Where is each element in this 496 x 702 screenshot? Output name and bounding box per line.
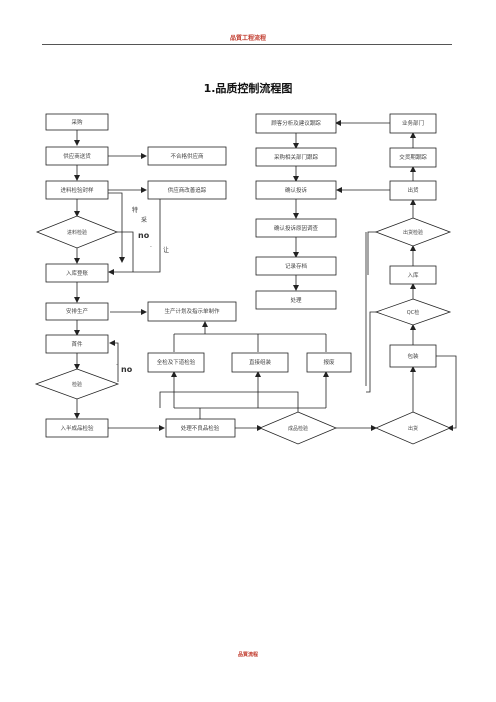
node-delivery-track-label: 交货期跟踪 <box>399 153 427 161</box>
decision-incoming-inspection: 进料检验 <box>35 215 119 249</box>
node-confirm-complaint: 确认投诉 <box>255 180 337 200</box>
node-direct-assembly-label: 直接组装 <box>249 358 272 366</box>
branch-accept-mark: 采 <box>141 216 147 224</box>
node-incoming-sample: 进料检验封样 <box>45 180 109 200</box>
node-warehouse-entry: 入库登账 <box>45 263 109 283</box>
branch-special-mark: 特 <box>132 206 138 214</box>
node-arrange-production: 安排生产 <box>45 302 109 321</box>
branch-no-label-2: no <box>121 365 133 374</box>
page-header: 品質工程流程 <box>229 35 266 42</box>
node-delivery-track: 交货期跟踪 <box>389 147 437 168</box>
node-shipment: 出货 <box>389 180 437 201</box>
decision-qc: QC检 <box>374 298 452 326</box>
node-process-label: 处理 <box>290 296 302 304</box>
edge-b5-b6 <box>108 199 161 275</box>
edge-d4-left <box>367 231 376 275</box>
edge-d3-no <box>159 391 299 413</box>
decision-finished-inspection-label: 成品检验 <box>288 425 308 432</box>
branch-concession-mark: 让 <box>163 246 169 254</box>
decision-inspection-label: 检验 <box>72 381 82 388</box>
node-direct-assembly: 直接组装 <box>231 352 289 373</box>
decision-qc-label: QC检 <box>407 309 419 316</box>
node-purchase-dept-track-label: 采购相关部门跟踪 <box>274 153 319 161</box>
node-warehouse-entry-label: 入库登账 <box>66 269 89 277</box>
connectors <box>74 120 457 431</box>
node-incoming-sample-label: 进料检验封样 <box>60 186 94 194</box>
node-customer-analysis-label: 顾客分析及建议跟踪 <box>271 119 321 127</box>
header-divider <box>42 44 452 45</box>
node-supplier-improvement-label: 供应商改善追踪 <box>168 186 207 194</box>
branch-no-label-1: no <box>138 231 150 240</box>
node-scrap: 报废 <box>306 352 352 373</box>
node-cause-investigation-label: 确认投诉原因调查 <box>274 224 319 232</box>
node-defect-handling: 处理不良品检验 <box>165 418 236 438</box>
node-customer-analysis: 顾客分析及建议跟踪 <box>255 113 337 134</box>
edge-d5-left <box>366 311 376 393</box>
dot-mark-2: . <box>116 360 118 367</box>
decision-shipment-inspection-label: 出货检验 <box>403 229 423 236</box>
node-supplier-improvement: 供应商改善追踪 <box>147 180 227 200</box>
node-first-article: 首件 <box>45 334 109 354</box>
decision-incoming-inspection-label: 进料检验 <box>67 229 87 236</box>
node-cause-investigation: 确认投诉原因调查 <box>255 218 337 238</box>
node-full-inspection: 全检及下道检验 <box>147 352 205 373</box>
node-purchase-label: 采购 <box>71 118 83 126</box>
node-purchase-dept-track: 采购相关部门跟踪 <box>255 147 337 167</box>
node-full-inspection-label: 全检及下道检验 <box>157 358 196 366</box>
node-defect-handling-label: 处理不良品检验 <box>181 424 220 432</box>
node-record-archive-label: 记录存档 <box>285 262 308 270</box>
node-business-dept: 业务部门 <box>389 113 437 134</box>
node-shipment-label: 出货 <box>407 186 419 194</box>
node-storage-label: 入库 <box>407 271 419 279</box>
node-supplier-delivery-label: 供应商送货 <box>63 152 91 160</box>
dot-mark-1: . <box>150 242 152 249</box>
node-scrap-label: 报废 <box>323 358 335 366</box>
edge-d1-special <box>117 231 134 272</box>
node-process: 处理 <box>255 290 337 310</box>
decision-shipment: 出货 <box>374 411 452 445</box>
node-unqualified-supplier: 不合格供应商 <box>147 146 227 166</box>
edge-d2-b9-no <box>109 340 119 382</box>
decision-finished-inspection: 成品检验 <box>258 411 338 445</box>
diagram-title: 1.品质控制流程图 <box>203 82 293 95</box>
node-packaging-label: 包装 <box>407 352 419 360</box>
decision-inspection: 检验 <box>34 368 120 400</box>
edge-b4-feedback <box>108 192 125 263</box>
decision-shipment-inspection: 出货检验 <box>374 217 452 247</box>
node-first-article-label: 首件 <box>71 340 83 348</box>
node-unqualified-supplier-label: 不合格供应商 <box>170 152 204 160</box>
node-arrange-production-label: 安排生产 <box>66 307 89 315</box>
node-production-plan: 生产计划及指示单制作 <box>147 301 237 322</box>
page-footer: 品質流程 <box>237 652 258 658</box>
node-confirm-complaint-label: 确认投诉 <box>285 186 308 194</box>
node-business-dept-label: 业务部门 <box>402 119 424 127</box>
node-record-archive: 记录存档 <box>255 256 337 276</box>
node-supplier-delivery: 供应商送货 <box>45 146 109 166</box>
decision-shipment-label: 出货 <box>408 425 418 432</box>
node-storage: 入库 <box>389 265 437 285</box>
edge-b25-loop <box>436 355 457 431</box>
node-semi-finished-label: 入半成品检验 <box>60 424 94 432</box>
node-semi-finished: 入半成品检验 <box>45 418 109 438</box>
node-packaging: 包装 <box>389 344 437 368</box>
node-purchase: 采购 <box>45 113 109 131</box>
node-production-plan-label: 生产计划及指示单制作 <box>164 307 220 315</box>
